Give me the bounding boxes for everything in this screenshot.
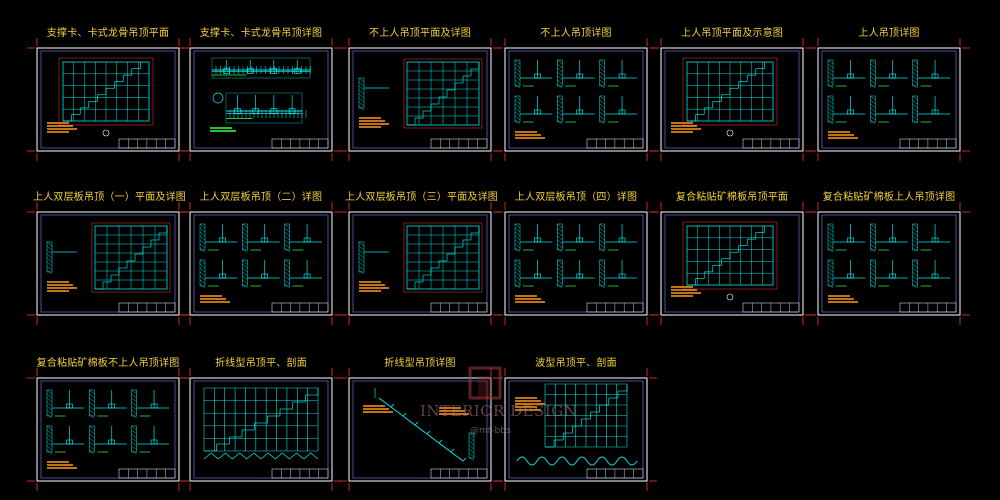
drawing-sheet: [495, 38, 657, 161]
sheet-title: 上人双层板吊顶（二）详图: [199, 192, 323, 203]
sheet-title: 复合粘贴矿棉板吊顶平面: [675, 192, 789, 203]
sheet-title: 波型吊顶平、剖面: [535, 358, 617, 369]
drawing-sheet: [27, 202, 189, 325]
sheet-title: 复合粘贴矿棉板不上人吊顶详图: [36, 358, 180, 369]
drawing-sheet: [27, 38, 189, 161]
drawing-sheet: [339, 202, 501, 325]
sheet-title: 不上人吊顶详图: [540, 28, 612, 39]
drawing-sheet: [339, 368, 501, 491]
drawing-sheet: [495, 368, 657, 491]
drawing-sheet: [27, 368, 189, 491]
watermark-logo: [468, 366, 502, 400]
sheet-title: 上人吊顶平面及示意图: [681, 28, 783, 39]
sheet-title: 支撑卡、卡式龙骨吊顶详图: [199, 28, 323, 39]
drawing-sheet: [495, 202, 657, 325]
sheet-title: 复合粘贴矿棉板上人吊顶详图: [822, 192, 956, 203]
drawing-sheet: [651, 38, 813, 161]
drawing-sheet: [339, 38, 501, 161]
drawing-sheet: [180, 202, 342, 325]
sheet-title: 上人双层板吊顶（三）平面及详图: [345, 192, 498, 203]
watermark-subtext: @mt-bbs: [470, 426, 511, 436]
sheet-title: 上人吊顶详图: [858, 28, 920, 39]
drawing-sheet: [180, 38, 342, 161]
sheet-title: 上人双层板吊顶（四）详图: [514, 192, 638, 203]
watermark-text: INTERIOR DESIGN: [420, 402, 578, 420]
sheet-title: 折线型吊顶详图: [384, 358, 456, 369]
drawing-sheet: [808, 38, 970, 161]
drawing-sheet: [651, 202, 813, 325]
sheet-title: 不上人吊顶平面及详图: [369, 28, 471, 39]
sheet-title: 上人双层板吊顶（一）平面及详图: [33, 192, 186, 203]
drawing-sheet: [808, 202, 970, 325]
sheet-title: 折线型吊顶平、剖面: [215, 358, 307, 369]
drawing-sheet: [180, 368, 342, 491]
sheet-title: 支撑卡、卡式龙骨吊顶平面: [46, 28, 170, 39]
